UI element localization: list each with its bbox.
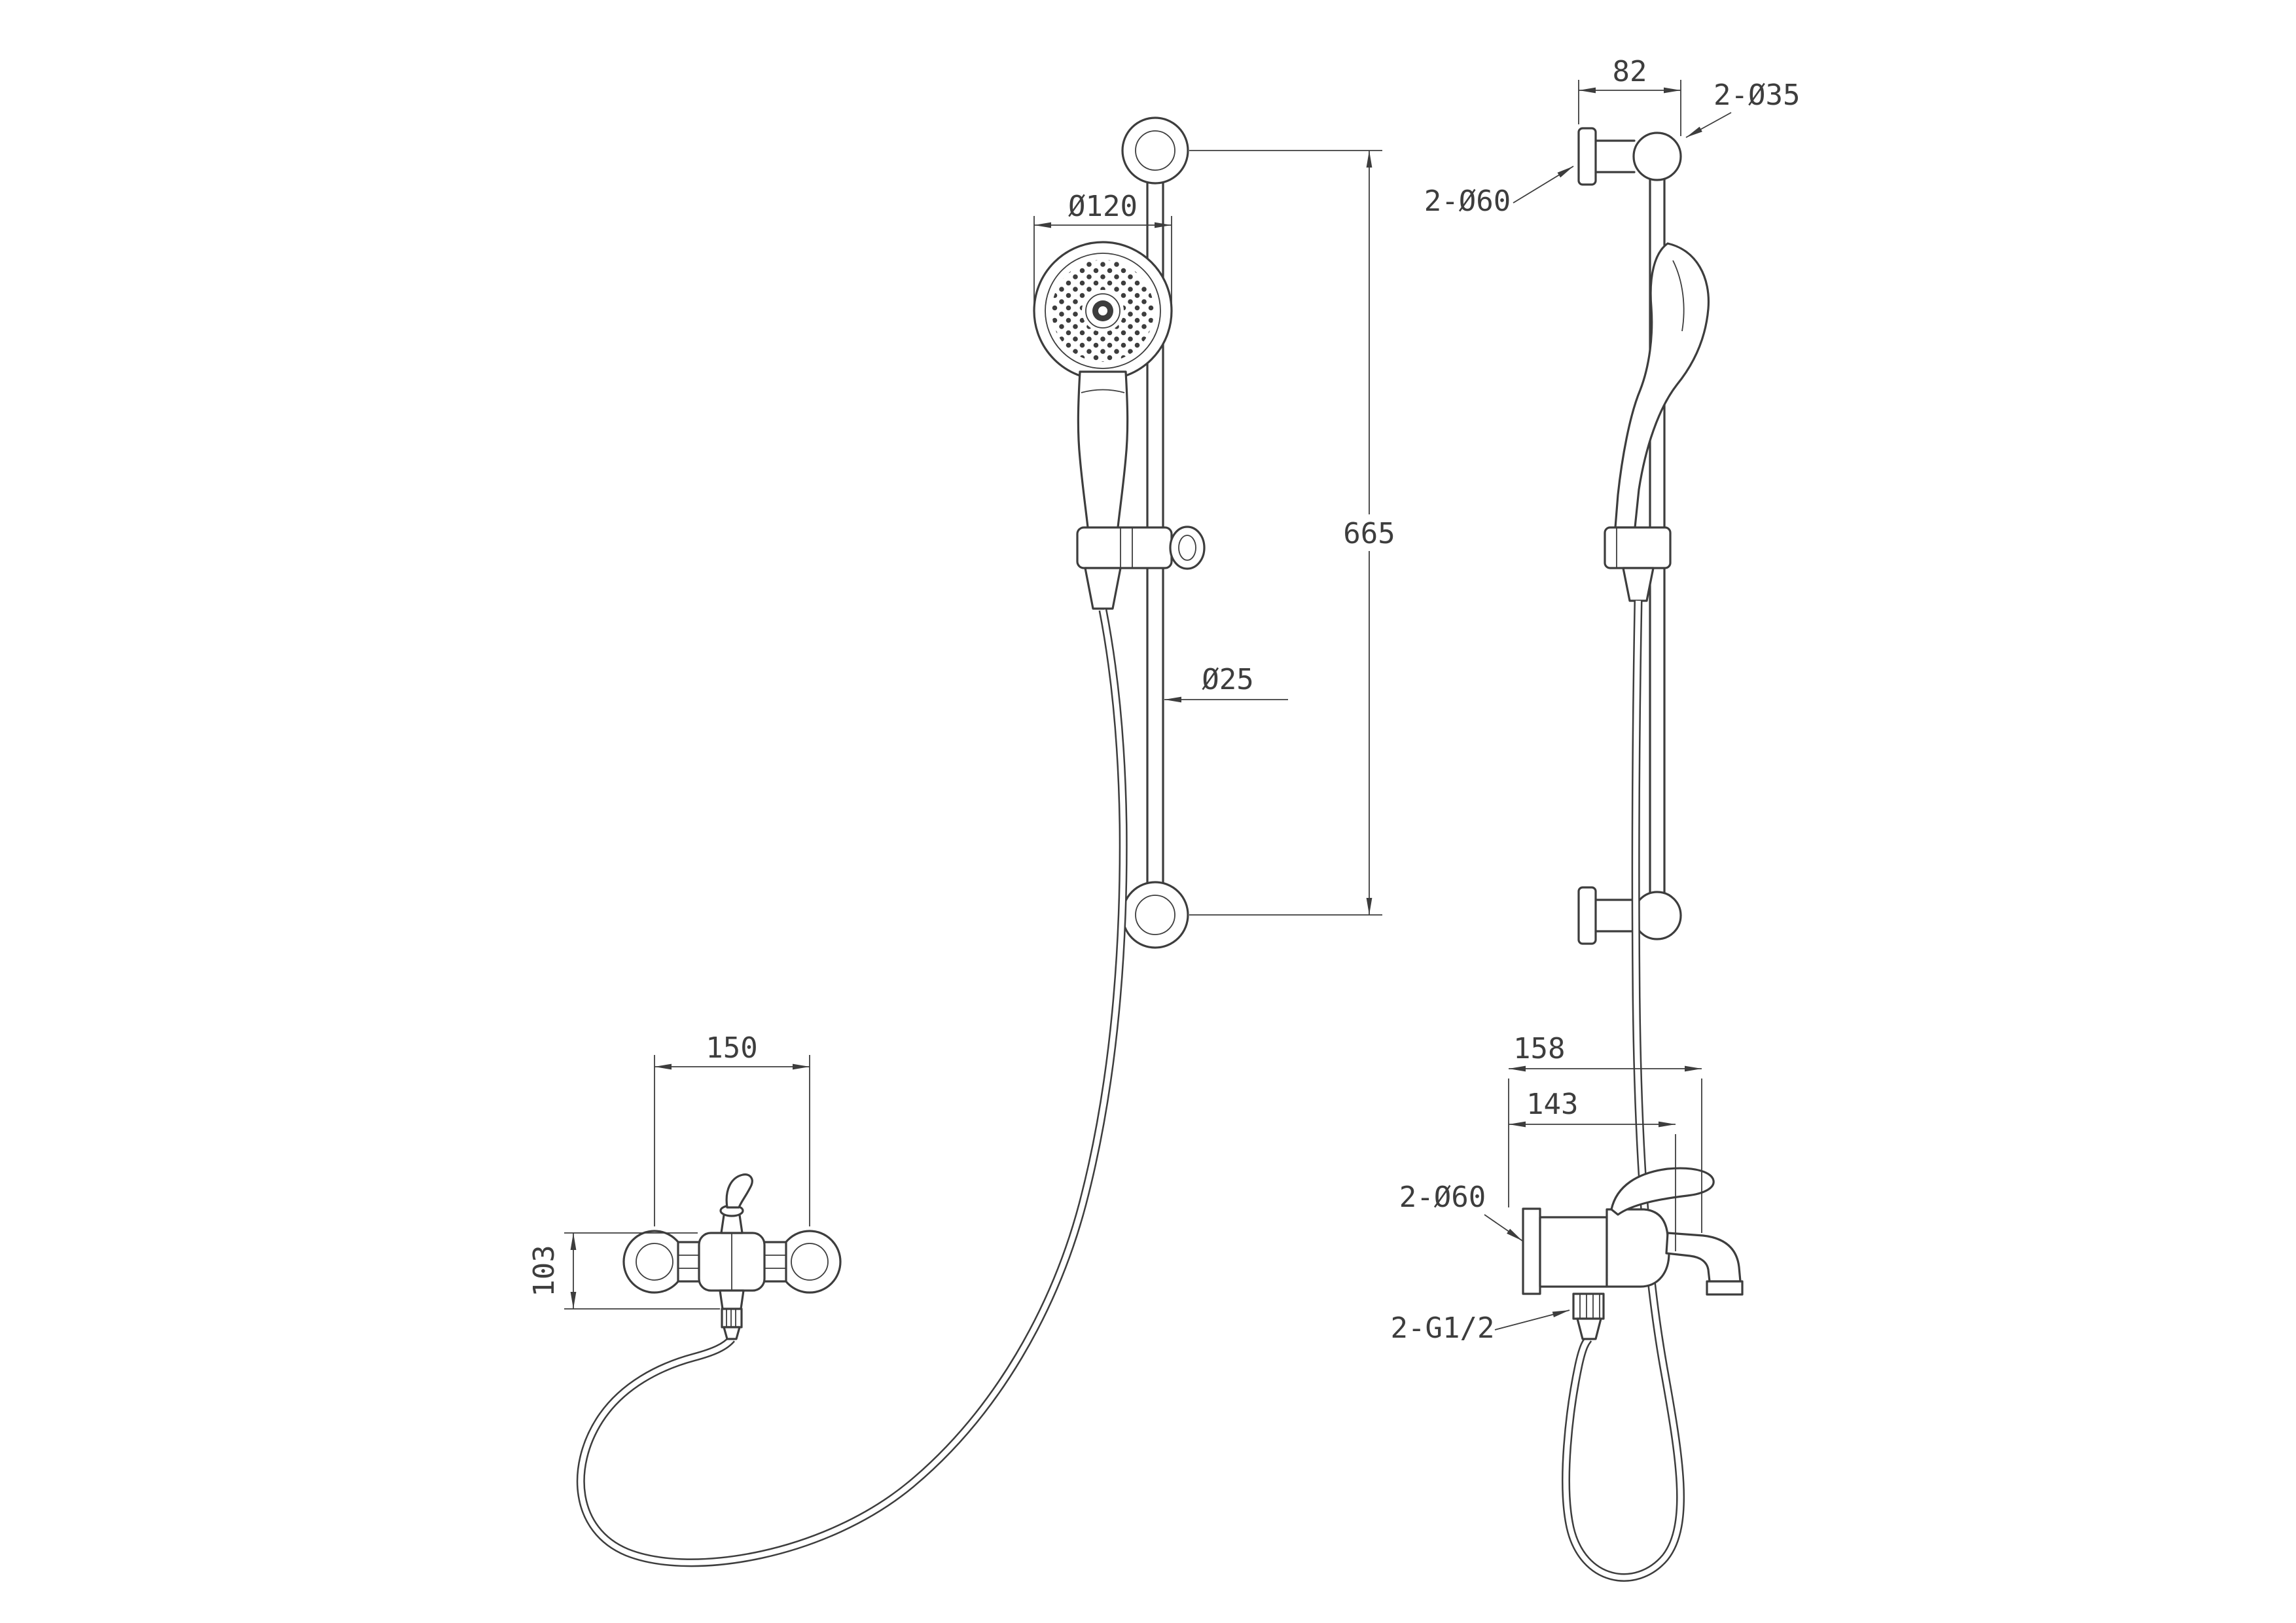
bottom-bracket-clamp	[1632, 891, 1682, 940]
mixer-lever-side	[1610, 1167, 1715, 1216]
hose-cone-side	[1622, 567, 1655, 602]
shower-head-face-rim	[1045, 253, 1161, 369]
dim-label-bracket-clamp-holes: 2-Ø35	[1713, 79, 1800, 112]
dim-bracket-depth: 82	[1578, 55, 1681, 136]
bottom-wall-mount-inner	[1135, 895, 1175, 935]
shower-hose	[576, 609, 1128, 1567]
dim-label-spout-reach-inner: 143	[1526, 1088, 1578, 1121]
hose-nut	[721, 1308, 743, 1329]
dim-spout-reach-outer: 158	[1508, 1032, 1702, 1233]
hose-nut-side	[1572, 1293, 1605, 1320]
front-dimensions: Ø120 665 Ø25 150	[528, 150, 1408, 1310]
dim-label-rail-diameter: Ø25	[1202, 663, 1253, 696]
union-nut-right	[762, 1241, 787, 1283]
mixer-body-side	[1539, 1216, 1608, 1288]
dim-label-mixer-centers: 150	[706, 1031, 757, 1065]
dim-label-bracket-flanges: 2-Ø60	[1424, 185, 1511, 218]
shower-head-side	[1614, 242, 1710, 529]
slider-holder-side	[1604, 526, 1672, 569]
holder-knob	[1169, 526, 1206, 570]
mixer-escutcheon-right	[778, 1230, 842, 1294]
dim-bracket-flanges: 2-Ø60	[1424, 166, 1574, 218]
shower-hose-profile	[1562, 600, 1685, 1582]
wall-mixer-profile	[1522, 1167, 1744, 1340]
bottom-bracket-flange	[1577, 886, 1597, 945]
dim-mixer-flanges: 2-Ø60	[1399, 1181, 1523, 1241]
spout-side	[1665, 1232, 1742, 1283]
front-view: Ø120 665 Ø25 150	[528, 116, 1408, 1567]
dim-bracket-clamp-holes: 2-Ø35	[1685, 79, 1800, 138]
mixer-flange-side	[1522, 1207, 1541, 1295]
hand-shower-profile	[1604, 242, 1710, 602]
top-bracket-clamp	[1632, 132, 1682, 181]
dim-rail-length: 665	[1189, 150, 1408, 916]
head-face-edge	[1672, 260, 1685, 332]
wall-mixer	[622, 1173, 842, 1340]
dim-head-diameter: Ø120	[1033, 190, 1172, 308]
dim-label-spout-reach-outer: 158	[1513, 1032, 1565, 1065]
dim-rail-diameter: Ø25	[1164, 663, 1288, 703]
top-wall-mount-inner	[1135, 130, 1175, 171]
hose-inner-line	[578, 609, 1126, 1565]
dim-label-hose-thread: 2-G1/2	[1391, 1311, 1495, 1345]
hose-outline	[576, 609, 1128, 1567]
mixer-lever	[725, 1173, 753, 1209]
top-bracket-flange	[1577, 127, 1597, 186]
hose-cone-fitting	[1084, 567, 1122, 610]
spout-aerator	[1706, 1280, 1744, 1296]
mixer-escutcheon-left	[622, 1230, 687, 1294]
dim-spout-reach-inner: 143	[1509, 1088, 1676, 1251]
mixer-outlet	[719, 1289, 745, 1310]
hand-shower	[1033, 241, 1173, 535]
slider-holder	[1076, 526, 1206, 610]
bottom-wall-mount	[1121, 881, 1189, 949]
dim-label-mixer-flanges: 2-Ø60	[1399, 1181, 1486, 1214]
dim-label-mixer-height: 103	[528, 1245, 561, 1296]
dim-mixer-centers: 150	[654, 1031, 810, 1226]
center-ring-outer	[1085, 293, 1121, 329]
top-wall-mount	[1121, 116, 1189, 185]
center-dot	[1098, 306, 1107, 315]
handle-collar-line	[1081, 389, 1125, 393]
side-view: 82 2-Ø35 2-Ø60 158 143	[1391, 55, 1801, 1582]
dim-hose-thread: 2-G1/2	[1391, 1310, 1570, 1345]
dim-label-rail-length: 665	[1343, 517, 1395, 550]
dim-label-bracket-depth: 82	[1613, 55, 1647, 88]
dim-mixer-height: 103	[528, 1232, 720, 1310]
shower-handle	[1077, 370, 1129, 535]
holder-body	[1076, 526, 1173, 569]
dim-label-head-diameter: Ø120	[1068, 190, 1138, 223]
union-nut-left	[677, 1241, 702, 1283]
cartridge-housing-side	[1605, 1208, 1670, 1288]
side-dimensions: 82 2-Ø35 2-Ø60 158 143	[1391, 55, 1801, 1345]
